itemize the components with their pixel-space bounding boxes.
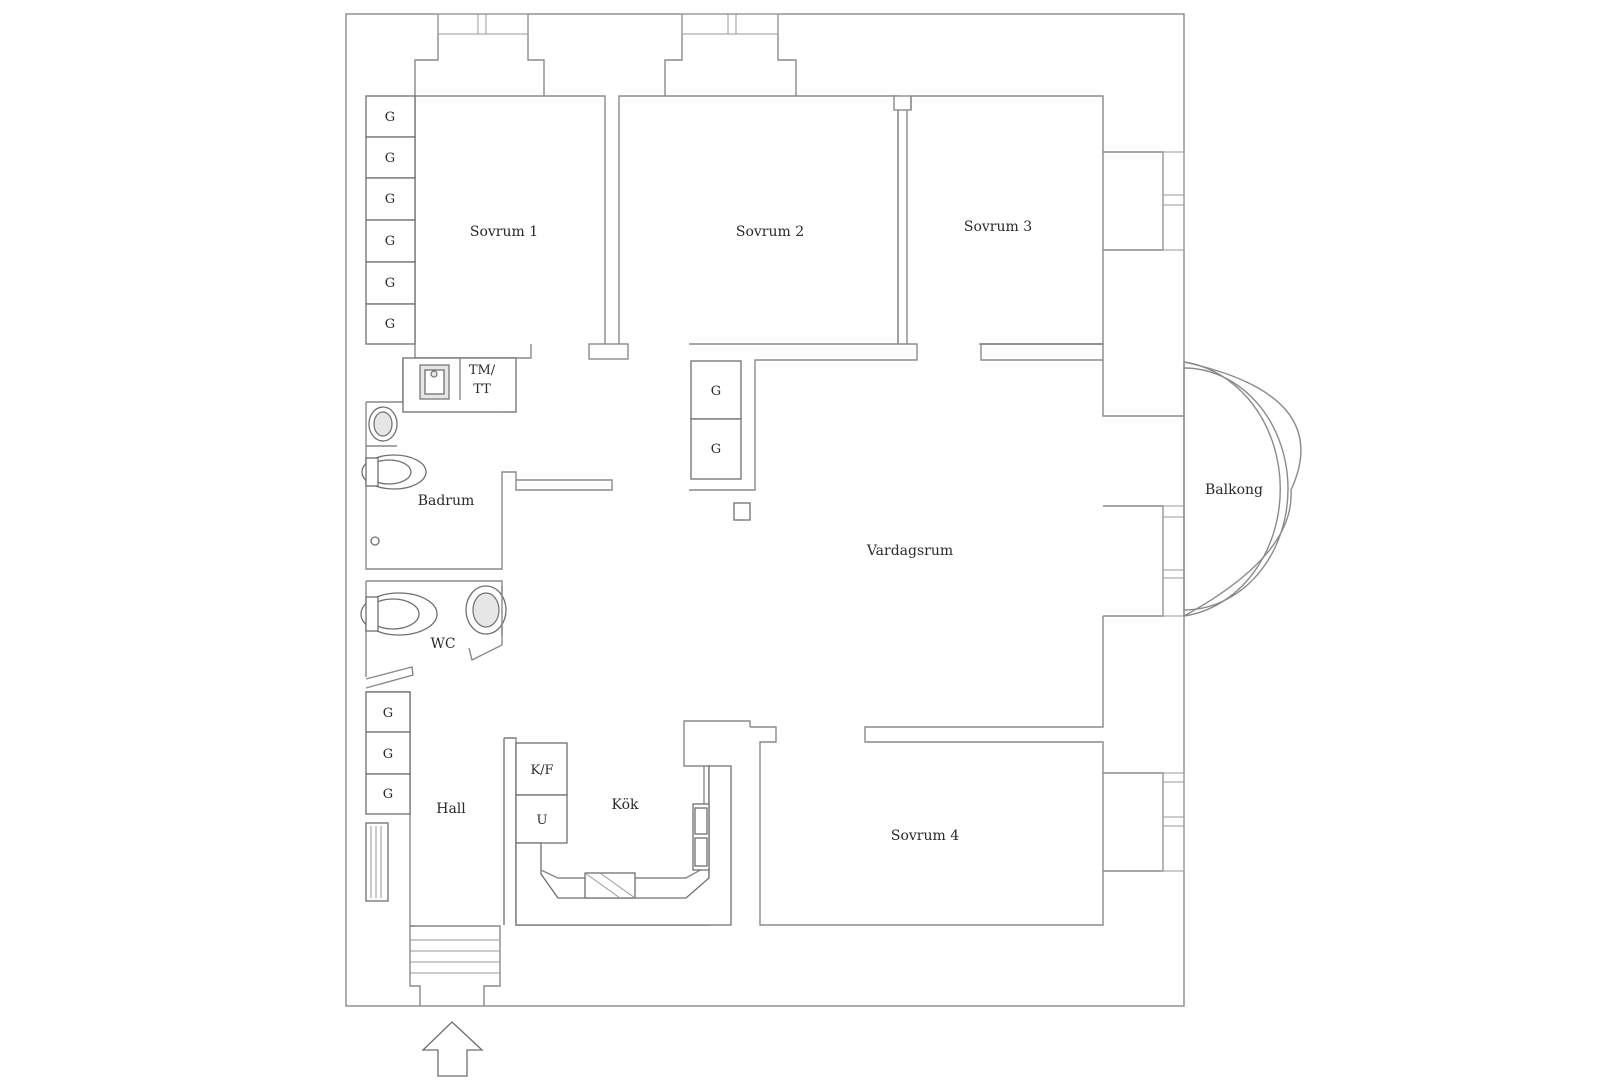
wardrobe-label: G (385, 192, 395, 207)
wardrobe-label: G (383, 787, 393, 802)
wardrobe-label: G (385, 110, 395, 125)
room-sovrum-4 (750, 616, 1104, 926)
wardrobe-label: G (383, 706, 393, 721)
outer-boundary (345, 13, 1185, 1007)
wardrobe-label: G (711, 442, 721, 457)
wardrobe-label: G (385, 234, 395, 249)
window-sovrum-3 (1103, 151, 1185, 251)
label-sovrum-1: Sovrum 1 (470, 224, 538, 240)
wardrobe-labels-hall: G G G (383, 706, 393, 802)
label-sovrum-4: Sovrum 4 (891, 828, 959, 844)
bay-window-right (664, 13, 797, 96)
wardrobe-corridor (690, 360, 751, 521)
corridor-walls (689, 343, 1184, 491)
wardrobe-label: G (385, 151, 395, 166)
room-badrum (361, 357, 613, 570)
room-kok (504, 720, 751, 926)
label-vardagsrum: Vardagsrum (866, 543, 953, 559)
wardrobe-label: G (383, 747, 393, 762)
window-sovrum-4 (1103, 772, 1185, 872)
label-sovrum-3: Sovrum 3 (964, 219, 1032, 235)
label-sovrum-2: Sovrum 2 (736, 224, 804, 240)
label-hall: Hall (436, 801, 466, 817)
washer-label-bottom: TT (473, 382, 491, 397)
room-hall (365, 691, 505, 1006)
label-wc: WC (430, 636, 455, 652)
entrance-arrow-icon (421, 1021, 484, 1077)
bay-window-left (414, 13, 545, 96)
oven-label: U (537, 813, 548, 828)
washer-label-top: TM/ (469, 363, 496, 378)
wardrobe-column-top (365, 95, 416, 345)
room-wc (360, 580, 507, 689)
wardrobe-label: G (385, 276, 395, 291)
label-balkong: Balkong (1205, 482, 1263, 498)
wardrobe-labels-top: G G G G G G (385, 110, 395, 332)
wardrobe-label: G (385, 317, 395, 332)
balcony (1183, 361, 1302, 617)
fridge-freezer-label: K/F (530, 763, 553, 778)
label-badrum: Badrum (418, 493, 475, 509)
wardrobe-label: G (711, 384, 721, 399)
wardrobe-labels-corridor: G G (711, 384, 721, 457)
label-kok: Kök (612, 797, 640, 813)
